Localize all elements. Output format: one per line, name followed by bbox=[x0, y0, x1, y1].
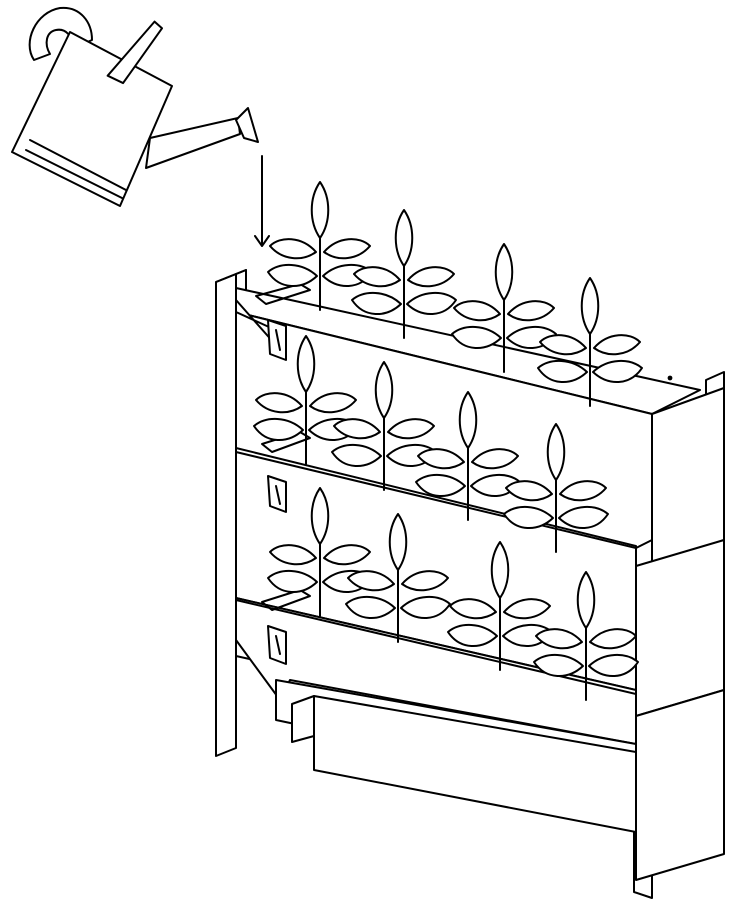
bottom-frame bbox=[275, 679, 637, 833]
tier-3-right-side bbox=[635, 689, 725, 881]
watering-can-icon bbox=[11, 6, 259, 207]
plant-icon bbox=[267, 181, 373, 311]
tier-1-right-side bbox=[651, 387, 725, 567]
tier-3-box bbox=[235, 589, 725, 881]
tier-2-right-side bbox=[635, 539, 725, 717]
arrow-down-icon bbox=[254, 155, 270, 247]
tier-1-screw bbox=[667, 375, 673, 381]
left-post bbox=[215, 273, 237, 757]
